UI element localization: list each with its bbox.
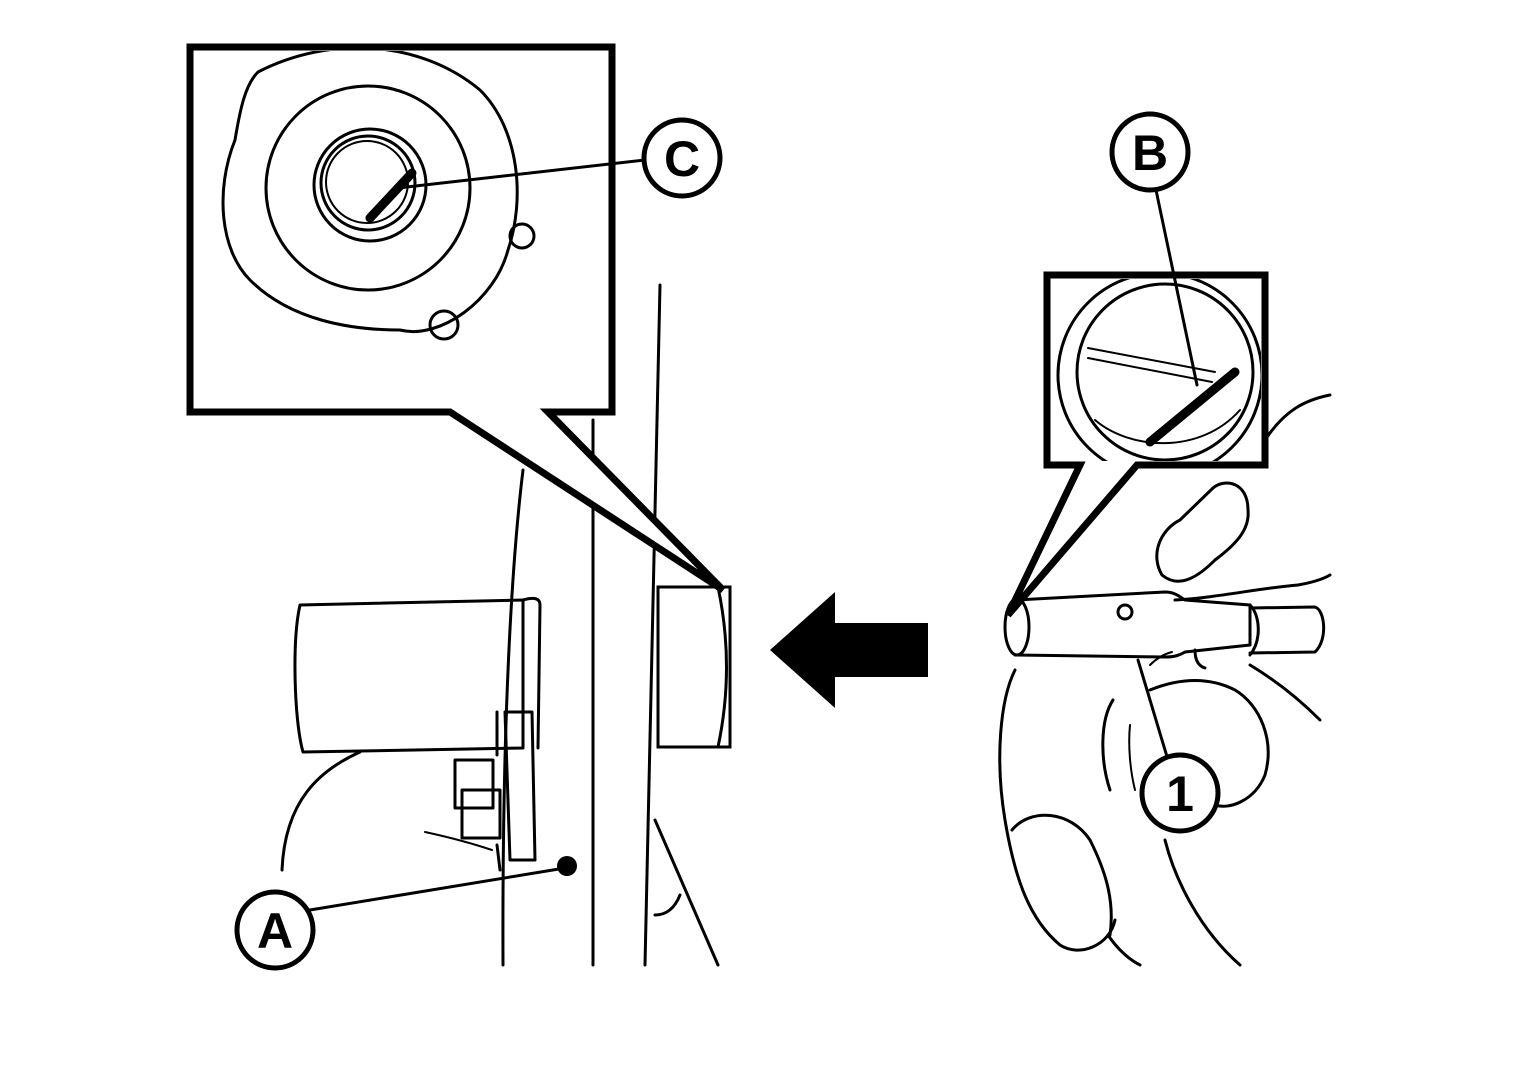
door-panel-assembly [501,283,720,967]
callout-c: C [641,117,723,199]
key-cylinder-face [656,585,732,749]
arrow-left-icon [770,592,928,708]
key-blade-b [1145,367,1240,447]
key [1003,590,1326,670]
callout-a: A [234,889,316,971]
magnified-view-b [1004,271,1269,618]
callout-1: 1 [1139,752,1221,834]
retaining-clip [424,710,537,872]
reference-dot-a [557,856,577,876]
key-slot-c [365,168,417,223]
callout-a-label: A [257,903,293,959]
cylinder-housing [280,596,542,872]
leader-lines [308,158,1199,912]
callout-b-label: B [1132,125,1168,181]
callout-1-label: 1 [1166,766,1194,822]
magnified-view-c [186,43,726,593]
hand-holding-key [998,393,1332,967]
callout-b: B [1109,111,1191,193]
callout-c-label: C [664,131,700,187]
